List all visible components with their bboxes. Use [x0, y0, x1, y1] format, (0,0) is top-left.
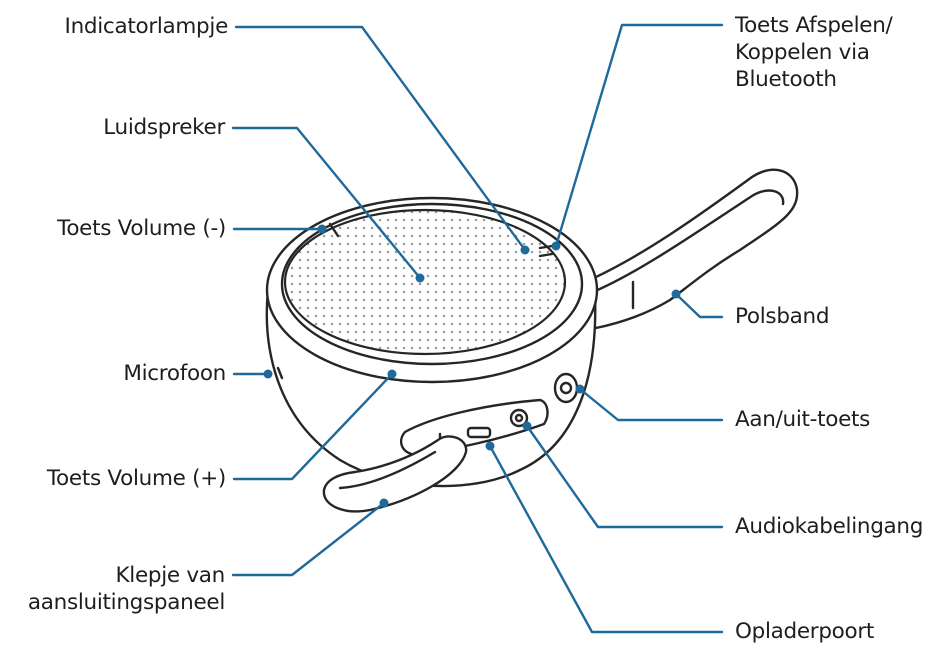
leader-indicator: [234, 25, 527, 252]
label-cover-line1: Klepje van: [115, 563, 225, 588]
leader-lines: [231, 23, 724, 634]
leader-speaker: [231, 126, 422, 280]
label-speaker: Luidspreker: [103, 115, 225, 140]
label-power: Aan/uit-toets: [735, 407, 871, 432]
leader-charger: [488, 444, 724, 634]
label-indicator: Indicatorlampje: [64, 14, 229, 39]
leader-audio: [525, 424, 724, 529]
label-microphone: Microfoon: [123, 361, 226, 386]
label-wrist: Polsband: [735, 304, 830, 329]
speaker-body: [265, 196, 599, 488]
label-cover-line2: aansluitingspaneel: [27, 590, 225, 615]
label-play-line2: Koppelen via: [735, 40, 870, 65]
leader-cover: [231, 501, 386, 577]
wrist-strap: [576, 168, 799, 330]
power-button: [553, 372, 579, 404]
label-play-line1: Toets Afspelen/: [735, 13, 893, 38]
leader-vol-up: [232, 372, 394, 481]
panel-cover: [322, 435, 468, 513]
label-audio: Audiokabelingang: [735, 514, 924, 539]
label-vol-up: Toets Volume (+): [46, 466, 226, 491]
leader-play: [554, 23, 724, 248]
label-vol-down: Toets Volume (-): [57, 216, 226, 241]
label-play-line3: Bluetooth: [735, 67, 837, 92]
label-cover: Klepje van aansluitingspaneel: [28, 562, 225, 616]
leader-power: [578, 387, 724, 422]
label-charger: Opladerpoort: [735, 619, 875, 644]
leader-wrist: [674, 292, 724, 319]
label-play: Toets Afspelen/ Koppelen via Bluetooth: [735, 12, 893, 93]
